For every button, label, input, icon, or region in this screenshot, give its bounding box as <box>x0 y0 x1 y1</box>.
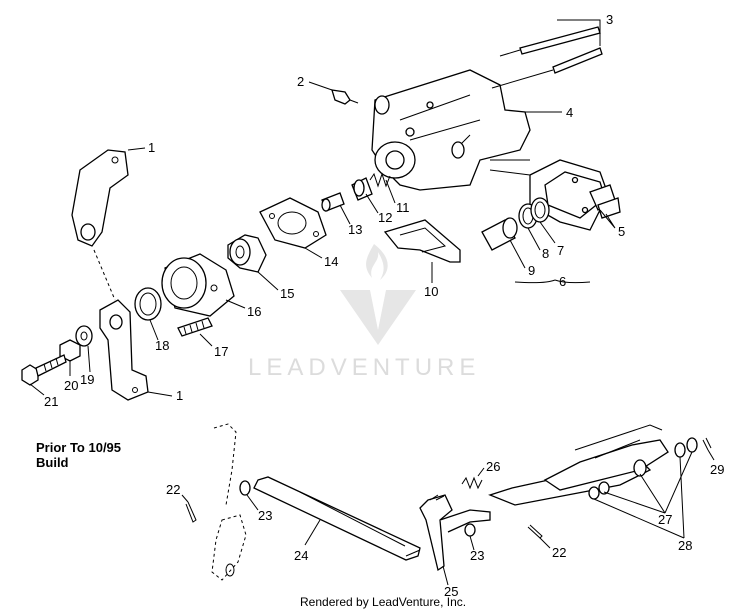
leadventure-logo-icon <box>340 244 416 345</box>
master-cylinder-body <box>371 69 531 191</box>
callout-5: 5 <box>618 224 625 239</box>
part-22-cotter-left <box>185 501 197 523</box>
part-12-spring <box>351 177 373 201</box>
part-20-nut <box>59 339 81 362</box>
callout-27: 27 <box>658 512 672 527</box>
build-note-line-1: Prior To 10/95 <box>36 440 121 455</box>
part-22-cotter-right <box>527 524 543 539</box>
part-23-washer-left <box>239 480 251 496</box>
part-25-pedal-lever <box>419 494 491 572</box>
build-note: Prior To 10/95 Build <box>36 440 121 470</box>
callout-13: 13 <box>348 222 362 237</box>
build-note-line-2: Build <box>36 455 69 470</box>
callout-23-left: 23 <box>258 508 272 523</box>
part-24-rod <box>253 476 421 561</box>
callout-labels: 1 1 2 3 4 5 6 7 8 9 10 11 12 13 14 15 16… <box>44 12 724 599</box>
part-1-bracket-upper <box>71 149 129 247</box>
part-9-piston <box>481 217 518 251</box>
part-13-pin <box>321 192 345 212</box>
watermark: LEADVENTURE <box>248 244 480 381</box>
part-3-pins <box>491 26 603 89</box>
part-21-bolt <box>21 354 67 386</box>
callout-1-lower: 1 <box>176 388 183 403</box>
callout-19: 19 <box>80 372 94 387</box>
part-14-gasket <box>259 197 327 249</box>
part-linkage-arm-left <box>211 423 247 581</box>
part-19-washer <box>75 325 93 347</box>
leader-lines <box>29 19 715 586</box>
callout-4: 4 <box>566 105 573 120</box>
callout-8: 8 <box>542 246 549 261</box>
part-pedal-arm <box>488 424 669 506</box>
callout-22-right: 22 <box>552 545 566 560</box>
callout-17: 17 <box>214 344 228 359</box>
footer-credit: Rendered by LeadVenture, Inc. <box>300 595 466 609</box>
callout-2: 2 <box>297 74 304 89</box>
callout-11: 11 <box>396 200 410 215</box>
callout-21: 21 <box>44 394 58 409</box>
part-29-clip <box>702 437 712 451</box>
part-23-washer-right <box>464 523 476 537</box>
part-11-spring <box>369 172 391 188</box>
callout-23-right: 23 <box>470 548 484 563</box>
alignment-line <box>93 249 116 301</box>
part-15-cap <box>227 234 267 273</box>
callout-12: 12 <box>378 210 392 225</box>
callout-25: 25 <box>444 584 458 599</box>
callout-26: 26 <box>486 459 500 474</box>
callout-28: 28 <box>678 538 692 553</box>
callout-22-left: 22 <box>166 482 180 497</box>
part-26-spring <box>461 476 483 490</box>
part-5-bracket <box>489 159 621 231</box>
part-10-plate <box>383 219 461 263</box>
part-7-seal <box>530 197 550 223</box>
part-18-ring <box>134 287 162 321</box>
callout-15: 15 <box>280 286 294 301</box>
callout-14: 14 <box>324 254 338 269</box>
callout-9: 9 <box>528 263 535 278</box>
part-17-screw <box>177 317 213 337</box>
callout-7: 7 <box>557 243 564 258</box>
callout-29: 29 <box>710 462 724 477</box>
callout-3: 3 <box>606 12 613 27</box>
part-16-reservoir <box>161 253 235 317</box>
watermark-text: LEADVENTURE <box>248 354 480 381</box>
callout-24: 24 <box>294 548 308 563</box>
callout-6: 6 <box>559 274 566 289</box>
callout-1-upper: 1 <box>148 140 155 155</box>
callout-20: 20 <box>64 378 78 393</box>
callout-18: 18 <box>155 338 169 353</box>
callout-10: 10 <box>424 284 438 299</box>
part-27-bushings <box>588 437 698 500</box>
part-2-bleeder-fitting <box>331 89 359 105</box>
callout-16: 16 <box>247 304 261 319</box>
